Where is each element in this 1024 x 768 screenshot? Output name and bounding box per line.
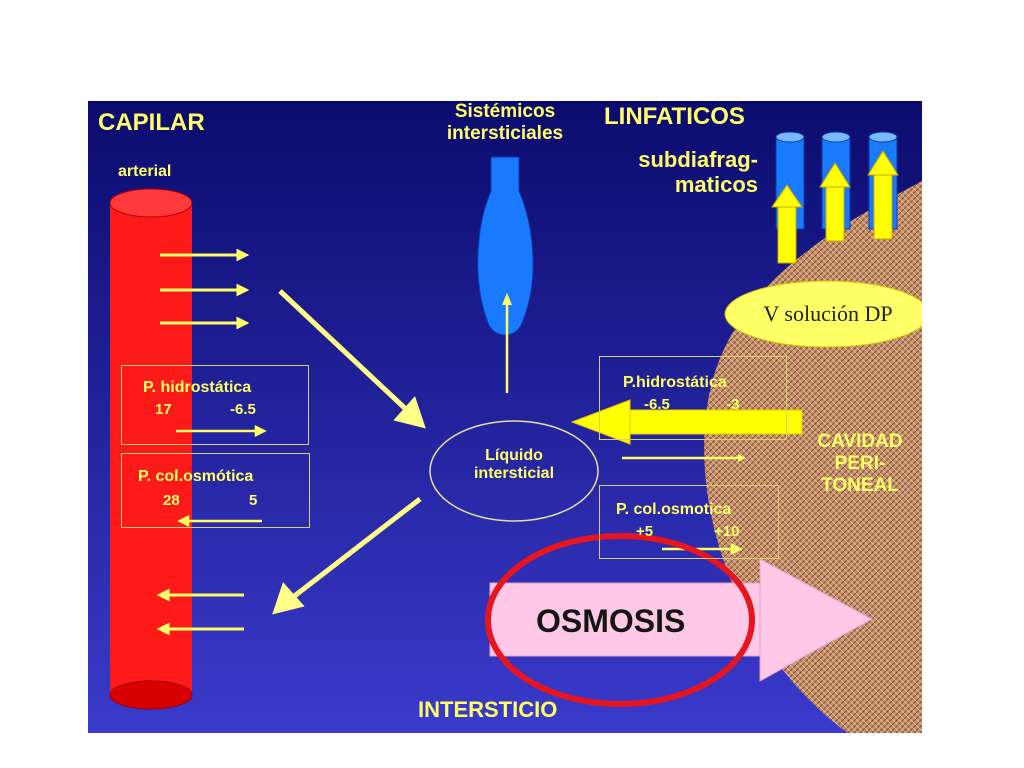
lymphatics-title: LINFATICOS <box>604 103 745 130</box>
diagram-slide: CAPILAR arterial Sistémicos intersticial… <box>88 101 922 733</box>
peritoneal-cavity-label: CAVIDAD PERI- TONEAL <box>817 431 903 496</box>
left-colloid-label: P. col.osmótica <box>138 468 254 485</box>
left-colloid-box <box>121 453 310 528</box>
diagonal-arrow-out <box>286 497 422 603</box>
interstitial-fluid-ellipse <box>429 420 599 522</box>
dp-solution-label: V solución DP <box>763 301 893 326</box>
subdiaphragmatic-label: subdiafrag- maticos <box>638 147 758 198</box>
left-colloid-value-2: 5 <box>249 492 258 509</box>
right-hydrostatic-box <box>599 356 787 440</box>
arterial-label: arterial <box>118 163 172 180</box>
osmosis-highlight-ring <box>485 533 755 707</box>
osmosis-arrow <box>489 558 874 682</box>
right-colloid-box <box>599 485 779 559</box>
peritoneal-hydrostatic-arrow <box>570 399 803 445</box>
capillary-tube <box>110 203 192 695</box>
right-hydrostatic-value-1: -6.5 <box>644 396 670 413</box>
left-hydrostatic-value-2: -6.5 <box>230 401 256 418</box>
capilar-title: CAPILAR <box>98 109 205 136</box>
left-hydrostatic-value-1: 17 <box>155 401 172 418</box>
capillary-outflow-arrows <box>160 248 250 330</box>
left-colloid-value-1: 28 <box>163 492 180 509</box>
capillary-bottom <box>109 680 193 710</box>
capillary-top <box>109 188 193 218</box>
capillary-inflow-arrows <box>156 588 244 636</box>
systemic-interstitial-label: Sistémicos intersticiales <box>446 101 564 144</box>
right-colloid-value-2: +10 <box>714 523 740 540</box>
right-hydrostatic-label: P.hidrostática <box>623 374 727 391</box>
diagram-graphics <box>88 101 922 733</box>
interstitium-title: INTERSTICIO <box>418 697 558 722</box>
interstitial-fluid-label: Líquido intersticial <box>473 447 555 483</box>
right-colloid-value-1: +5 <box>636 523 654 540</box>
right-colloid-label: P. col.osmotica <box>616 501 732 518</box>
left-hydrostatic-box <box>121 365 309 445</box>
right-hydrostatic-value-2: -3 <box>726 396 740 413</box>
osmosis-label: OSMOSIS <box>536 603 686 639</box>
diagonal-arrow-in <box>278 289 412 415</box>
subdiaphragmatic-lymphatics <box>771 131 899 264</box>
left-hydrostatic-label: P. hidrostática <box>143 379 252 396</box>
dp-solution-ellipse <box>724 280 922 348</box>
